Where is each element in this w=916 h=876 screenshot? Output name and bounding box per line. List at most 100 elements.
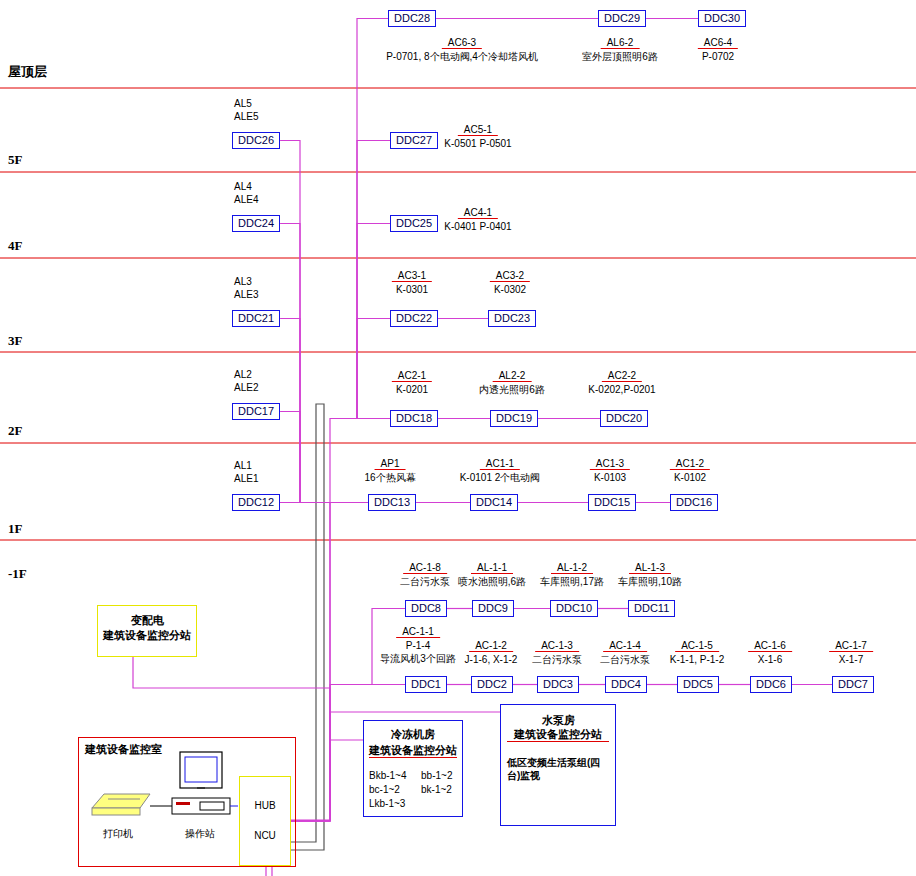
floor-label: P-1-4	[406, 640, 430, 651]
bus-connector	[280, 224, 300, 503]
node-text: Bkb-1~4	[369, 770, 411, 782]
bus-connector	[514, 608, 550, 609]
node-text: DDC23	[494, 312, 530, 325]
controller-label: AL1	[234, 460, 252, 471]
floor-label: K-0102	[674, 472, 706, 483]
node-text: 建筑设备监控分站	[102, 628, 192, 643]
node-text: DDC27	[396, 134, 432, 147]
ddc-box: DDC1	[405, 676, 447, 693]
controller-label: AC6-3	[442, 37, 482, 49]
floor-label: K-0201	[396, 384, 428, 395]
controller-label: AL-1-3	[629, 562, 671, 574]
controller-label: AL4	[234, 181, 252, 192]
controller-label: AC-1-7	[829, 640, 873, 652]
ddc-box: DDC22	[390, 310, 438, 327]
node-text: DDC18	[396, 412, 432, 425]
substation-box: 变配电建筑设备监控分站	[97, 605, 197, 657]
node-text: 建筑设备监控分站	[507, 727, 609, 742]
floor-label: 导流风机3个回路	[380, 653, 456, 664]
bus-connector	[438, 418, 490, 419]
node-text: DDC24	[238, 217, 274, 230]
controller-label: ALE1	[234, 473, 258, 484]
ddc-box: DDC4	[605, 676, 647, 693]
bus-connector	[438, 318, 488, 319]
bus-connector	[513, 684, 537, 685]
bus-connector	[719, 684, 750, 685]
controller-label: AC-1-5	[675, 640, 719, 652]
ddc-box: DDC27	[390, 132, 438, 149]
floor-label: J-1-6, X-1-2	[465, 654, 518, 665]
bus-connector	[291, 712, 500, 821]
ddc-box: DDC14	[470, 494, 518, 511]
node-text: 变配电	[102, 613, 192, 628]
node-text: DDC21	[238, 312, 274, 325]
node-text: DDC16	[676, 496, 712, 509]
ddc-box: DDC16	[670, 494, 718, 511]
floor-label: 车库照明,10路	[618, 576, 682, 587]
group-label: 1F	[8, 521, 22, 536]
floor-label: 打印机	[103, 828, 133, 839]
floor-label: K-1-1, P-1-2	[670, 654, 724, 665]
floor-label: P-0701, 8个电动阀,4个冷却塔风机	[386, 51, 538, 62]
workstation-symbol	[150, 752, 238, 814]
floor-label: 二台污水泵	[532, 654, 582, 665]
floor-label: 内透光照明6路	[479, 384, 545, 395]
group-label: -1F	[8, 566, 27, 581]
ddc-box: DDC3	[537, 676, 579, 693]
ddc-box: DDC9	[472, 600, 514, 617]
substation-box: 水泵房建筑设备监控分站低区变频生活泵组(四台)监视	[500, 704, 616, 826]
hub-box: HUB NCU	[239, 776, 291, 866]
floor-label: K-0301	[396, 284, 428, 295]
node-text: bb-1~2	[421, 770, 457, 782]
bus-connector	[357, 141, 390, 419]
floor-label: P-0702	[702, 51, 734, 62]
ddc-box: DDC19	[490, 410, 538, 427]
node-text: DDC9	[478, 602, 508, 615]
ddc-box: DDC23	[488, 310, 536, 327]
bus-connector	[447, 684, 471, 685]
bus-connector	[636, 502, 670, 503]
floor-label: 喷水池照明,6路	[458, 576, 526, 587]
group-label: 5F	[8, 152, 22, 167]
group-label: 屋顶层	[8, 64, 47, 79]
controller-label: AC-1-4	[603, 640, 647, 652]
ddc-box: DDC7	[832, 676, 874, 693]
node-text: 水泵房	[507, 713, 609, 727]
floor-label: K-0501 P-0501	[444, 138, 511, 149]
ddc-box: DDC13	[368, 494, 416, 511]
floor-label: 二台污水泵	[600, 654, 650, 665]
bus-connector	[538, 418, 600, 419]
controller-label: AL6-2	[601, 37, 640, 49]
controller-label: AL3	[234, 276, 252, 287]
node-text: NCU	[254, 829, 276, 843]
node-text: DDC11	[634, 602, 669, 615]
bus-connector	[357, 19, 390, 419]
ddc-box: DDC11	[628, 600, 675, 617]
node-text: DDC10	[556, 602, 592, 615]
node-text: DDC5	[683, 678, 713, 691]
controller-label: AC1-2	[670, 458, 710, 470]
node-text: DDC4	[611, 678, 641, 691]
ddc-box: DDC17	[232, 403, 280, 420]
node-text: 建筑设备监控分站	[369, 743, 457, 758]
bus-connector	[357, 319, 390, 419]
controller-label: AL-1-2	[551, 562, 593, 574]
controller-label: AC-1-2	[469, 640, 513, 652]
node-text: DDC6	[756, 678, 786, 691]
floor-label: K-0103	[594, 472, 626, 483]
floor-label: 16个热风幕	[364, 472, 415, 483]
control-room: 建筑设备监控室HUBNCU	[78, 737, 296, 867]
ddc-box: DDC20	[600, 410, 648, 427]
node-text: HUB	[254, 799, 275, 813]
node-text: DDC2	[477, 678, 507, 691]
controller-label: AC1-3	[590, 458, 630, 470]
controller-label: AP1	[375, 458, 406, 470]
bus-connector	[280, 319, 300, 503]
floor-label: 室外层顶照明6路	[582, 51, 658, 62]
floor-label: X-1-6	[758, 654, 782, 665]
node-text: DDC15	[594, 496, 630, 509]
node-text: DDC7	[838, 678, 868, 691]
bus-connector	[416, 502, 470, 503]
controller-label: AC-1-6	[748, 640, 792, 652]
